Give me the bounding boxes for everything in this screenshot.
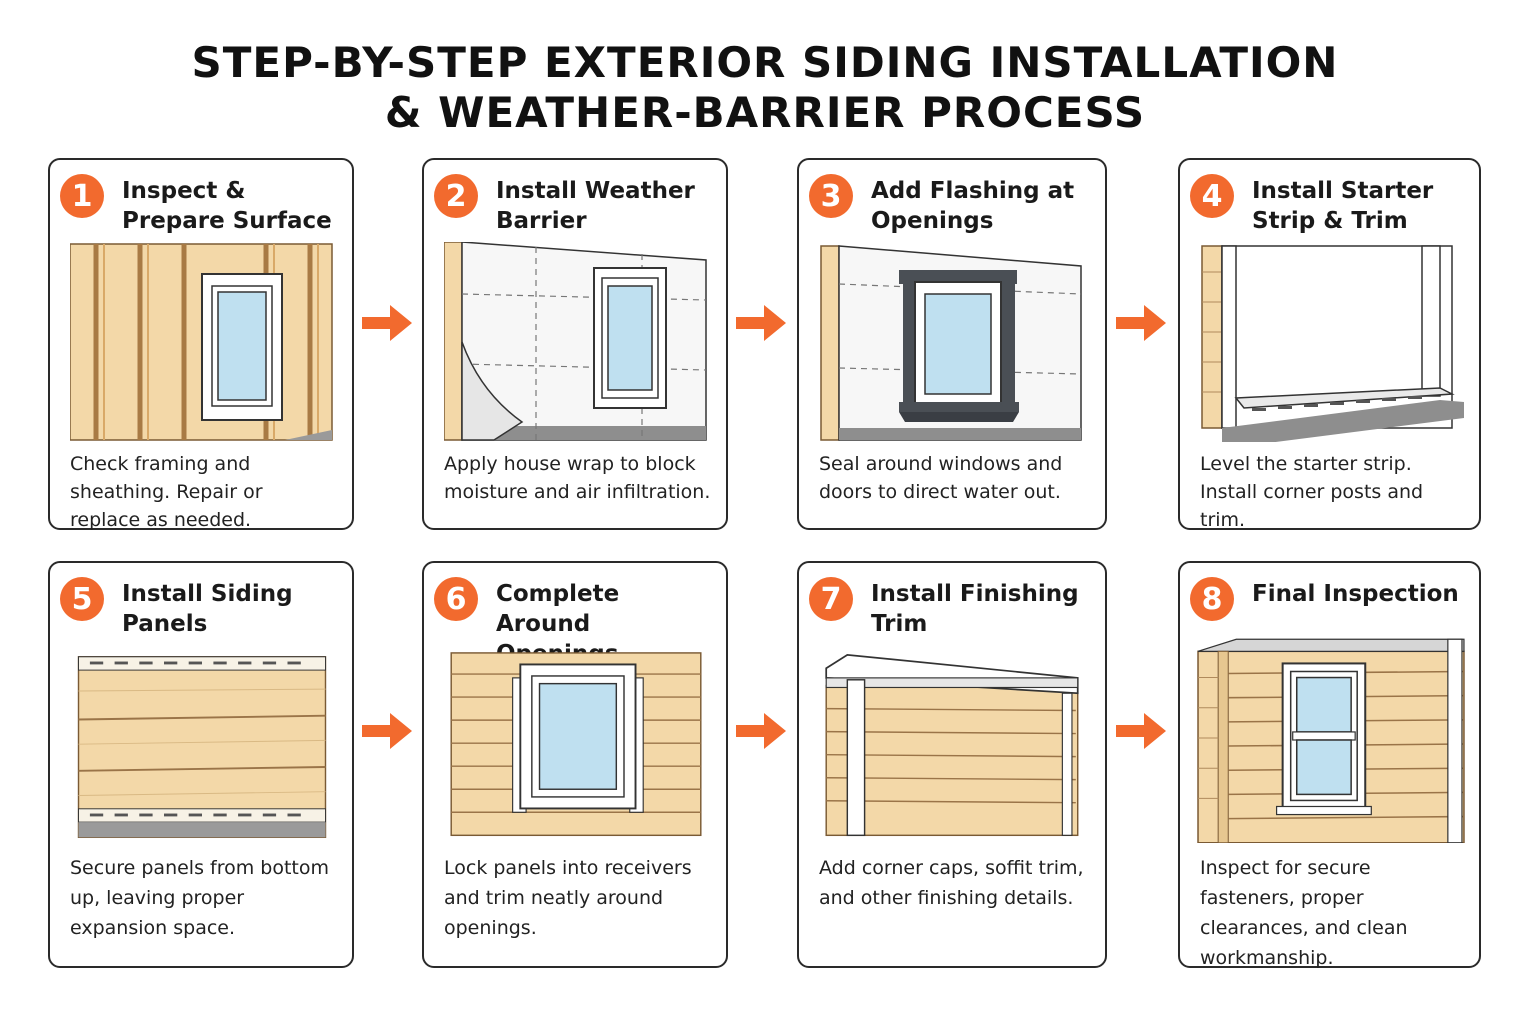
step-card-2: 2 Install Weather Barrier Apply house wr… [422, 158, 728, 530]
step-title: Install Starter Strip & Trim [1252, 178, 1434, 234]
step-number-badge: 4 [1190, 174, 1234, 218]
title-line-2: & WEATHER-BARRIER PROCESS [384, 88, 1146, 137]
step-description: Secure panels from bottom up, leaving pr… [70, 857, 329, 939]
arrow-right-icon [736, 305, 786, 341]
arrow-right-icon [1116, 713, 1166, 749]
step-number-badge: 2 [434, 174, 478, 218]
house-wrap-illustration [444, 242, 707, 441]
step-number-badge: 6 [434, 577, 478, 621]
step-description: Check framing and sheathing. Repair or r… [70, 453, 263, 531]
step-card-7: 7 Install Finishing Trim Add corner caps… [797, 561, 1107, 968]
step-card-3: 3 Add Flashing at Openings Seal around w… [797, 158, 1107, 530]
siding-panels-illustration [77, 656, 327, 839]
step-card-6: 6 Complete Around Openings Lock panels i… [422, 561, 728, 968]
step-title: Install Finishing Trim [871, 581, 1079, 637]
title-line-1: STEP-BY-STEP EXTERIOR SIDING INSTALLATIO… [191, 38, 1339, 87]
step-description: Inspect for secure fasteners, proper cle… [1200, 857, 1408, 969]
step-card-5: 5 Install Siding Panels Secure panels fr… [48, 561, 354, 968]
step-title: Final Inspection [1252, 581, 1459, 607]
starter-strip-illustration [1201, 245, 1464, 442]
step-title: Install Weather Barrier [496, 178, 695, 234]
step-description: Seal around windows and doors to direct … [819, 453, 1063, 503]
arrow-right-icon [362, 713, 412, 749]
step-description: Add corner caps, soffit trim, and other … [819, 857, 1084, 909]
step-title: Install Siding Panels [122, 581, 293, 637]
step-description: Lock panels into receivers and trim neat… [444, 857, 692, 939]
page-title: STEP-BY-STEP EXTERIOR SIDING INSTALLATIO… [0, 38, 1530, 138]
step-number-badge: 5 [60, 577, 104, 621]
siding-around-window-illustration [450, 652, 702, 837]
step-number-badge: 1 [60, 174, 104, 218]
arrow-right-icon [362, 305, 412, 341]
step-number-badge: 8 [1190, 577, 1234, 621]
step-number-badge: 3 [809, 174, 853, 218]
step-number-badge: 7 [809, 577, 853, 621]
finished-wall-illustration [1197, 638, 1465, 843]
step-card-4: 4 Install Starter Strip & Trim Level the… [1178, 158, 1481, 531]
finishing-trim-illustration [825, 653, 1079, 837]
step-title: Add Flashing at Openings [871, 178, 1075, 234]
step-card-1: 1 Inspect & Prepare Surface Check framin… [48, 158, 354, 531]
arrow-right-icon [1116, 305, 1166, 341]
arrow-right-icon [736, 713, 786, 749]
step-description: Level the starter strip. Install corner … [1200, 453, 1424, 531]
step-description: Apply house wrap to block moisture and a… [444, 453, 711, 503]
step-card-8: 8 Final Inspection Inspect for secure fa… [1178, 561, 1481, 969]
flashing-illustration [820, 245, 1082, 441]
framing-illustration [70, 243, 333, 441]
step-title: Inspect & Prepare Surface [122, 178, 332, 234]
